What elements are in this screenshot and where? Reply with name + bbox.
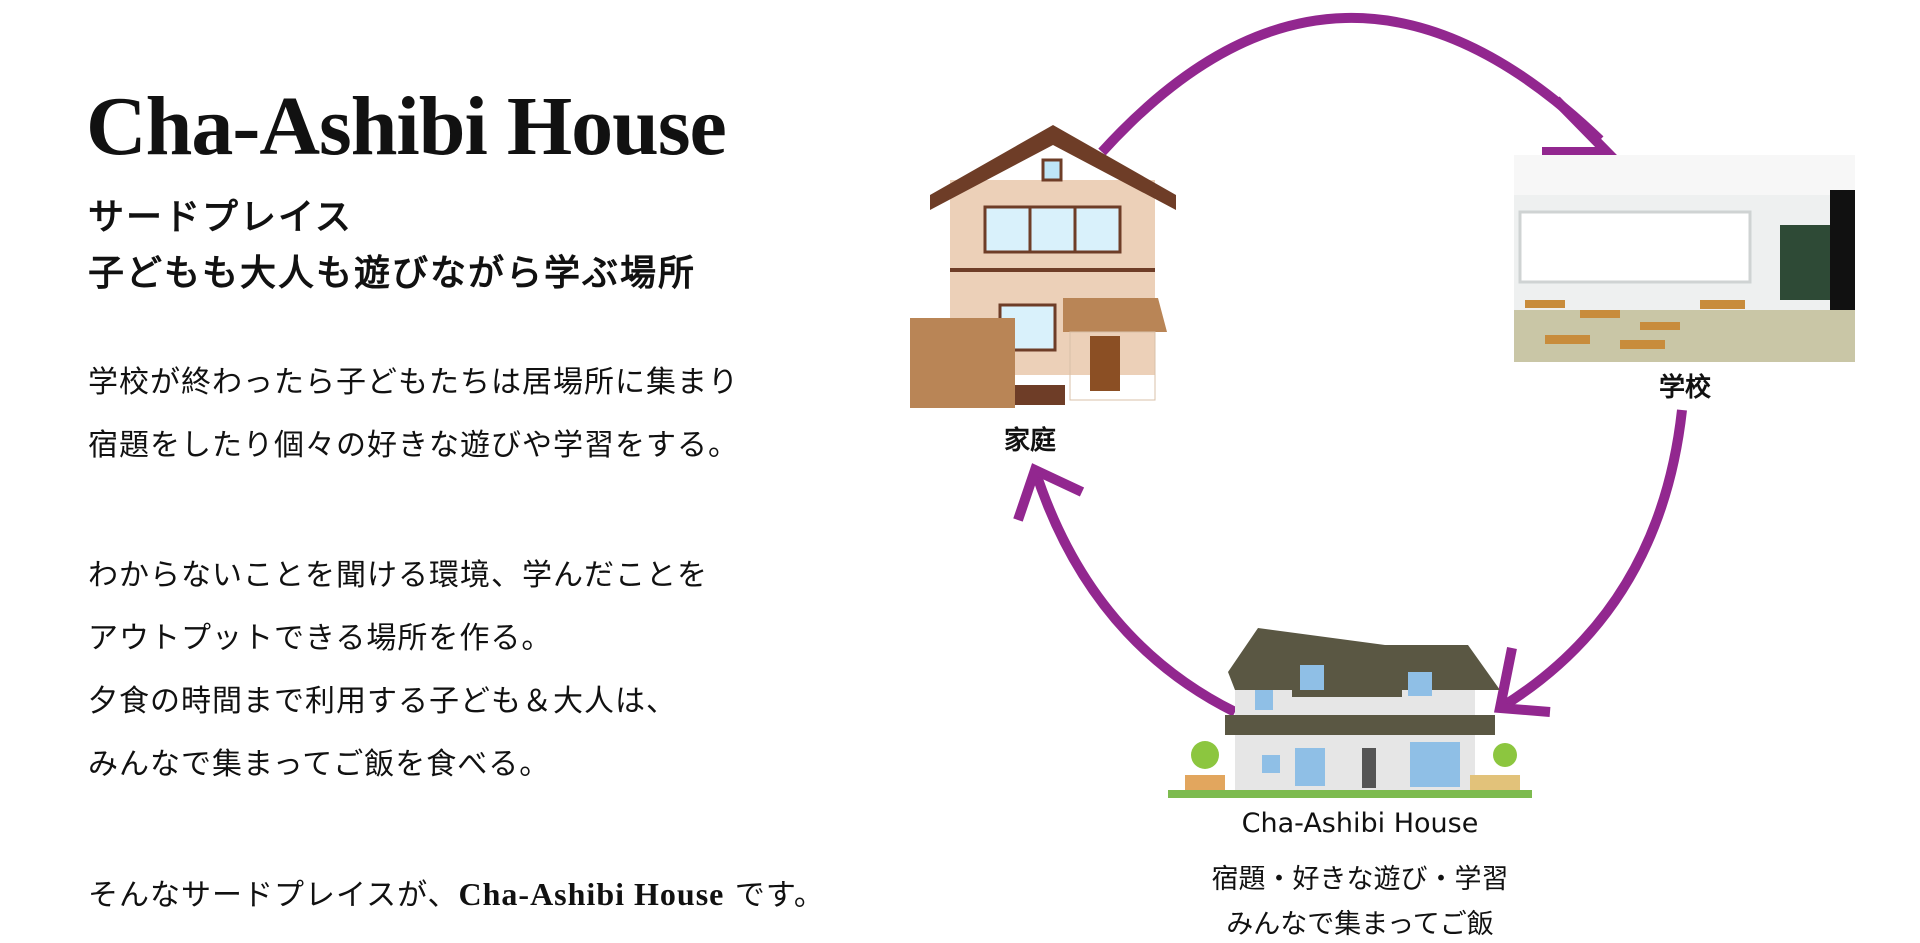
- body-text: 宿題をしたり個々の好きな遊びや学習をする。: [88, 428, 739, 463]
- cha-ashibi-house-icon: [1168, 628, 1532, 798]
- arrowhead-home: [1013, 463, 1085, 522]
- closing-name: Cha-Ashibi House: [458, 876, 725, 912]
- house-name-label: Cha-Ashibi House: [1241, 808, 1479, 839]
- house-meal-label: みんなで集まってご飯: [1226, 909, 1494, 940]
- closing-suffix: です。: [724, 878, 825, 913]
- page-title: Cha-Ashibi House: [86, 80, 727, 173]
- body-text: みんなで集まってご飯を食べる。: [88, 747, 551, 782]
- school-label: 学校: [1658, 373, 1711, 403]
- home-house-icon: [910, 125, 1176, 408]
- classroom-image: [1514, 155, 1855, 362]
- closing-text: そんなサードプレイスが、Cha-Ashibi House です。: [88, 870, 825, 914]
- arrow-school-to-house: [1497, 409, 1687, 713]
- arrow-home-to-school: [1098, 13, 1604, 156]
- body-text: アウトプットできる場所を作る。: [88, 621, 553, 656]
- closing-prefix: そんなサードプレイスが、: [88, 878, 459, 913]
- body-text: わからないことを聞ける環境、学んだことを: [88, 558, 708, 593]
- subtitle-line-2: 子どもも大人も遊びながら学ぶ場所: [88, 253, 697, 294]
- arrowhead-house: [1493, 647, 1551, 717]
- arrow-house-to-home: [1030, 468, 1238, 717]
- cycle-arrows: [1013, 13, 1687, 717]
- body-text: 夕食の時間まで利用する子ども＆大人は、: [88, 684, 677, 719]
- arrowhead-school: [1542, 96, 1619, 157]
- body-text: 学校が終わったら子どもたちは居場所に集まり: [88, 365, 739, 400]
- subtitle-line-1: サードプレイス: [88, 197, 353, 238]
- house-activities-label: 宿題・好きな遊び・学習: [1211, 864, 1509, 895]
- home-label: 家庭: [1003, 426, 1056, 456]
